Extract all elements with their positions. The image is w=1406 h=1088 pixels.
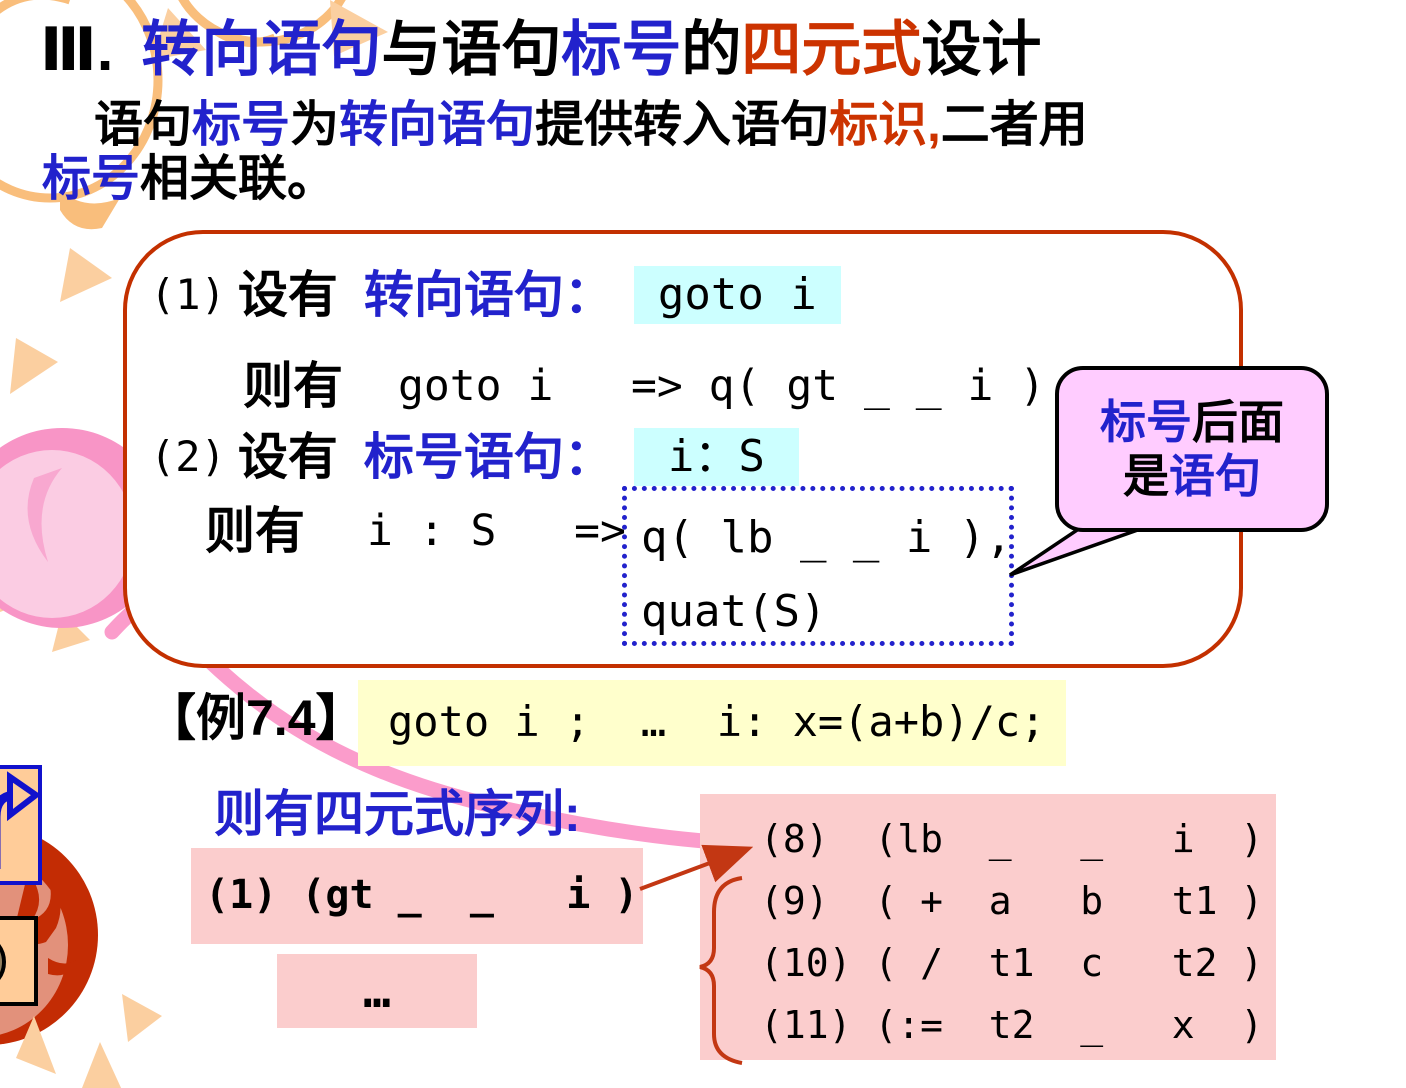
rule-row-1: (1) 设有 转向语句： goto i [150, 266, 841, 325]
intro-line-2: 标号相关联。 [42, 152, 337, 206]
dotted-code-line: q( lb _ _ i ), [641, 512, 1012, 563]
intro-seg: 标号 [192, 98, 291, 152]
quad-box-label-sequence: (8) (lb _ _ i ) (9) ( + a b t1 ) (10) ( … [700, 794, 1276, 1060]
title-seg-quad: 四元式 [741, 16, 922, 83]
dotted-code-line: quat(S) [641, 586, 827, 637]
example-label: 【例7.4】 [146, 690, 366, 746]
curved-arrow-icon [0, 771, 42, 869]
callout-seg: 后面 [1192, 395, 1284, 448]
nav-button-top[interactable] [0, 765, 42, 885]
intro-seg: 提供转入语句 [535, 98, 830, 152]
title-seg-label: 标号 [561, 16, 682, 83]
rule-row-text: 则有 [205, 503, 305, 559]
rule-row-number: (1) [150, 270, 226, 320]
intro-line-1: 语句标号为转向语句提供转入语句标识,二者用 [94, 98, 1088, 152]
title-seg: 的 [681, 16, 742, 83]
intro-seg: 语句 [94, 98, 193, 152]
page-title: Ⅲ. 转向语句与语句标号的四元式设计 [40, 18, 1041, 81]
intro-seg: 二者用 [940, 98, 1088, 152]
title-seg: 设计 [921, 16, 1042, 83]
rule-row-text: 则有 [243, 358, 343, 414]
intro-seg: 相关联。 [140, 152, 337, 206]
label-translation-code: i : S => [367, 505, 626, 556]
example-code: goto i ; … i: x=(a+b)/c; [388, 697, 1046, 746]
callout-line-2: 是语句 [1123, 449, 1261, 503]
rule-row-2: 则有 goto i => q( gt _ _ i ) [243, 360, 1045, 413]
ellipsis-text: … [363, 963, 391, 1018]
orange-balloon-icon [0, 0, 346, 230]
goto-statement-highlight: goto i [633, 266, 841, 325]
title-seg-goto: 转向语句 [141, 16, 382, 83]
rule-row-label: 标号语句： [363, 428, 614, 485]
sequence-heading: 则有四元式序列: [214, 786, 581, 842]
intro-seg: 标号 [42, 152, 141, 206]
quad-line-9: (9) ( + a b t1 ) [760, 879, 1264, 923]
ball-icon [0, 932, 6, 992]
bottom-ray-triangles-icon [16, 994, 162, 1088]
nav-button-bottom[interactable] [0, 916, 38, 1006]
rule-row-text: 设有 [237, 428, 338, 485]
callout-seg: 是 [1123, 450, 1169, 502]
quad-line-8: (8) (lb _ _ i ) [760, 817, 1264, 861]
label-statement-highlight: i：S [633, 428, 799, 487]
intro-seg: 标识, [829, 98, 941, 152]
rule-row-3: (2) 设有 标号语句： i：S [150, 428, 799, 487]
quad-box-gt: (1) (gt _ _ i ) [191, 848, 643, 944]
intro-seg: 为 [290, 98, 340, 152]
rule-row-text: 设有 [237, 266, 338, 323]
quad-line-10: (10) ( / t1 c t2 ) [760, 941, 1264, 985]
title-seg: 与语句 [381, 16, 562, 83]
rule-row-number: (2) [150, 432, 226, 482]
quad-box-ellipsis: … [277, 954, 477, 1028]
quad-line-1: (1) (gt _ _ i ) [205, 872, 639, 918]
goto-translation-code: goto i => q( gt _ _ i ) [398, 360, 1046, 411]
dotted-result-box: q( lb _ _ i ), quat(S) [622, 486, 1014, 646]
rule-row-label: 转向语句： [363, 266, 614, 323]
quad-line-11: (11) (:= t2 _ x ) [760, 1003, 1264, 1047]
callout-bubble: 标号后面 是语句 [1055, 366, 1329, 532]
callout-line-1: 标号后面 [1100, 395, 1284, 449]
callout-seg: 语句 [1169, 450, 1261, 502]
rule-row-4: 则有 i : S => [205, 505, 626, 558]
title-number: Ⅲ. [40, 16, 114, 83]
intro-seg: 转向语句 [339, 98, 536, 152]
callout-seg: 标号 [1100, 395, 1192, 448]
example-code-highlight: goto i ; … i: x=(a+b)/c; [358, 680, 1066, 766]
